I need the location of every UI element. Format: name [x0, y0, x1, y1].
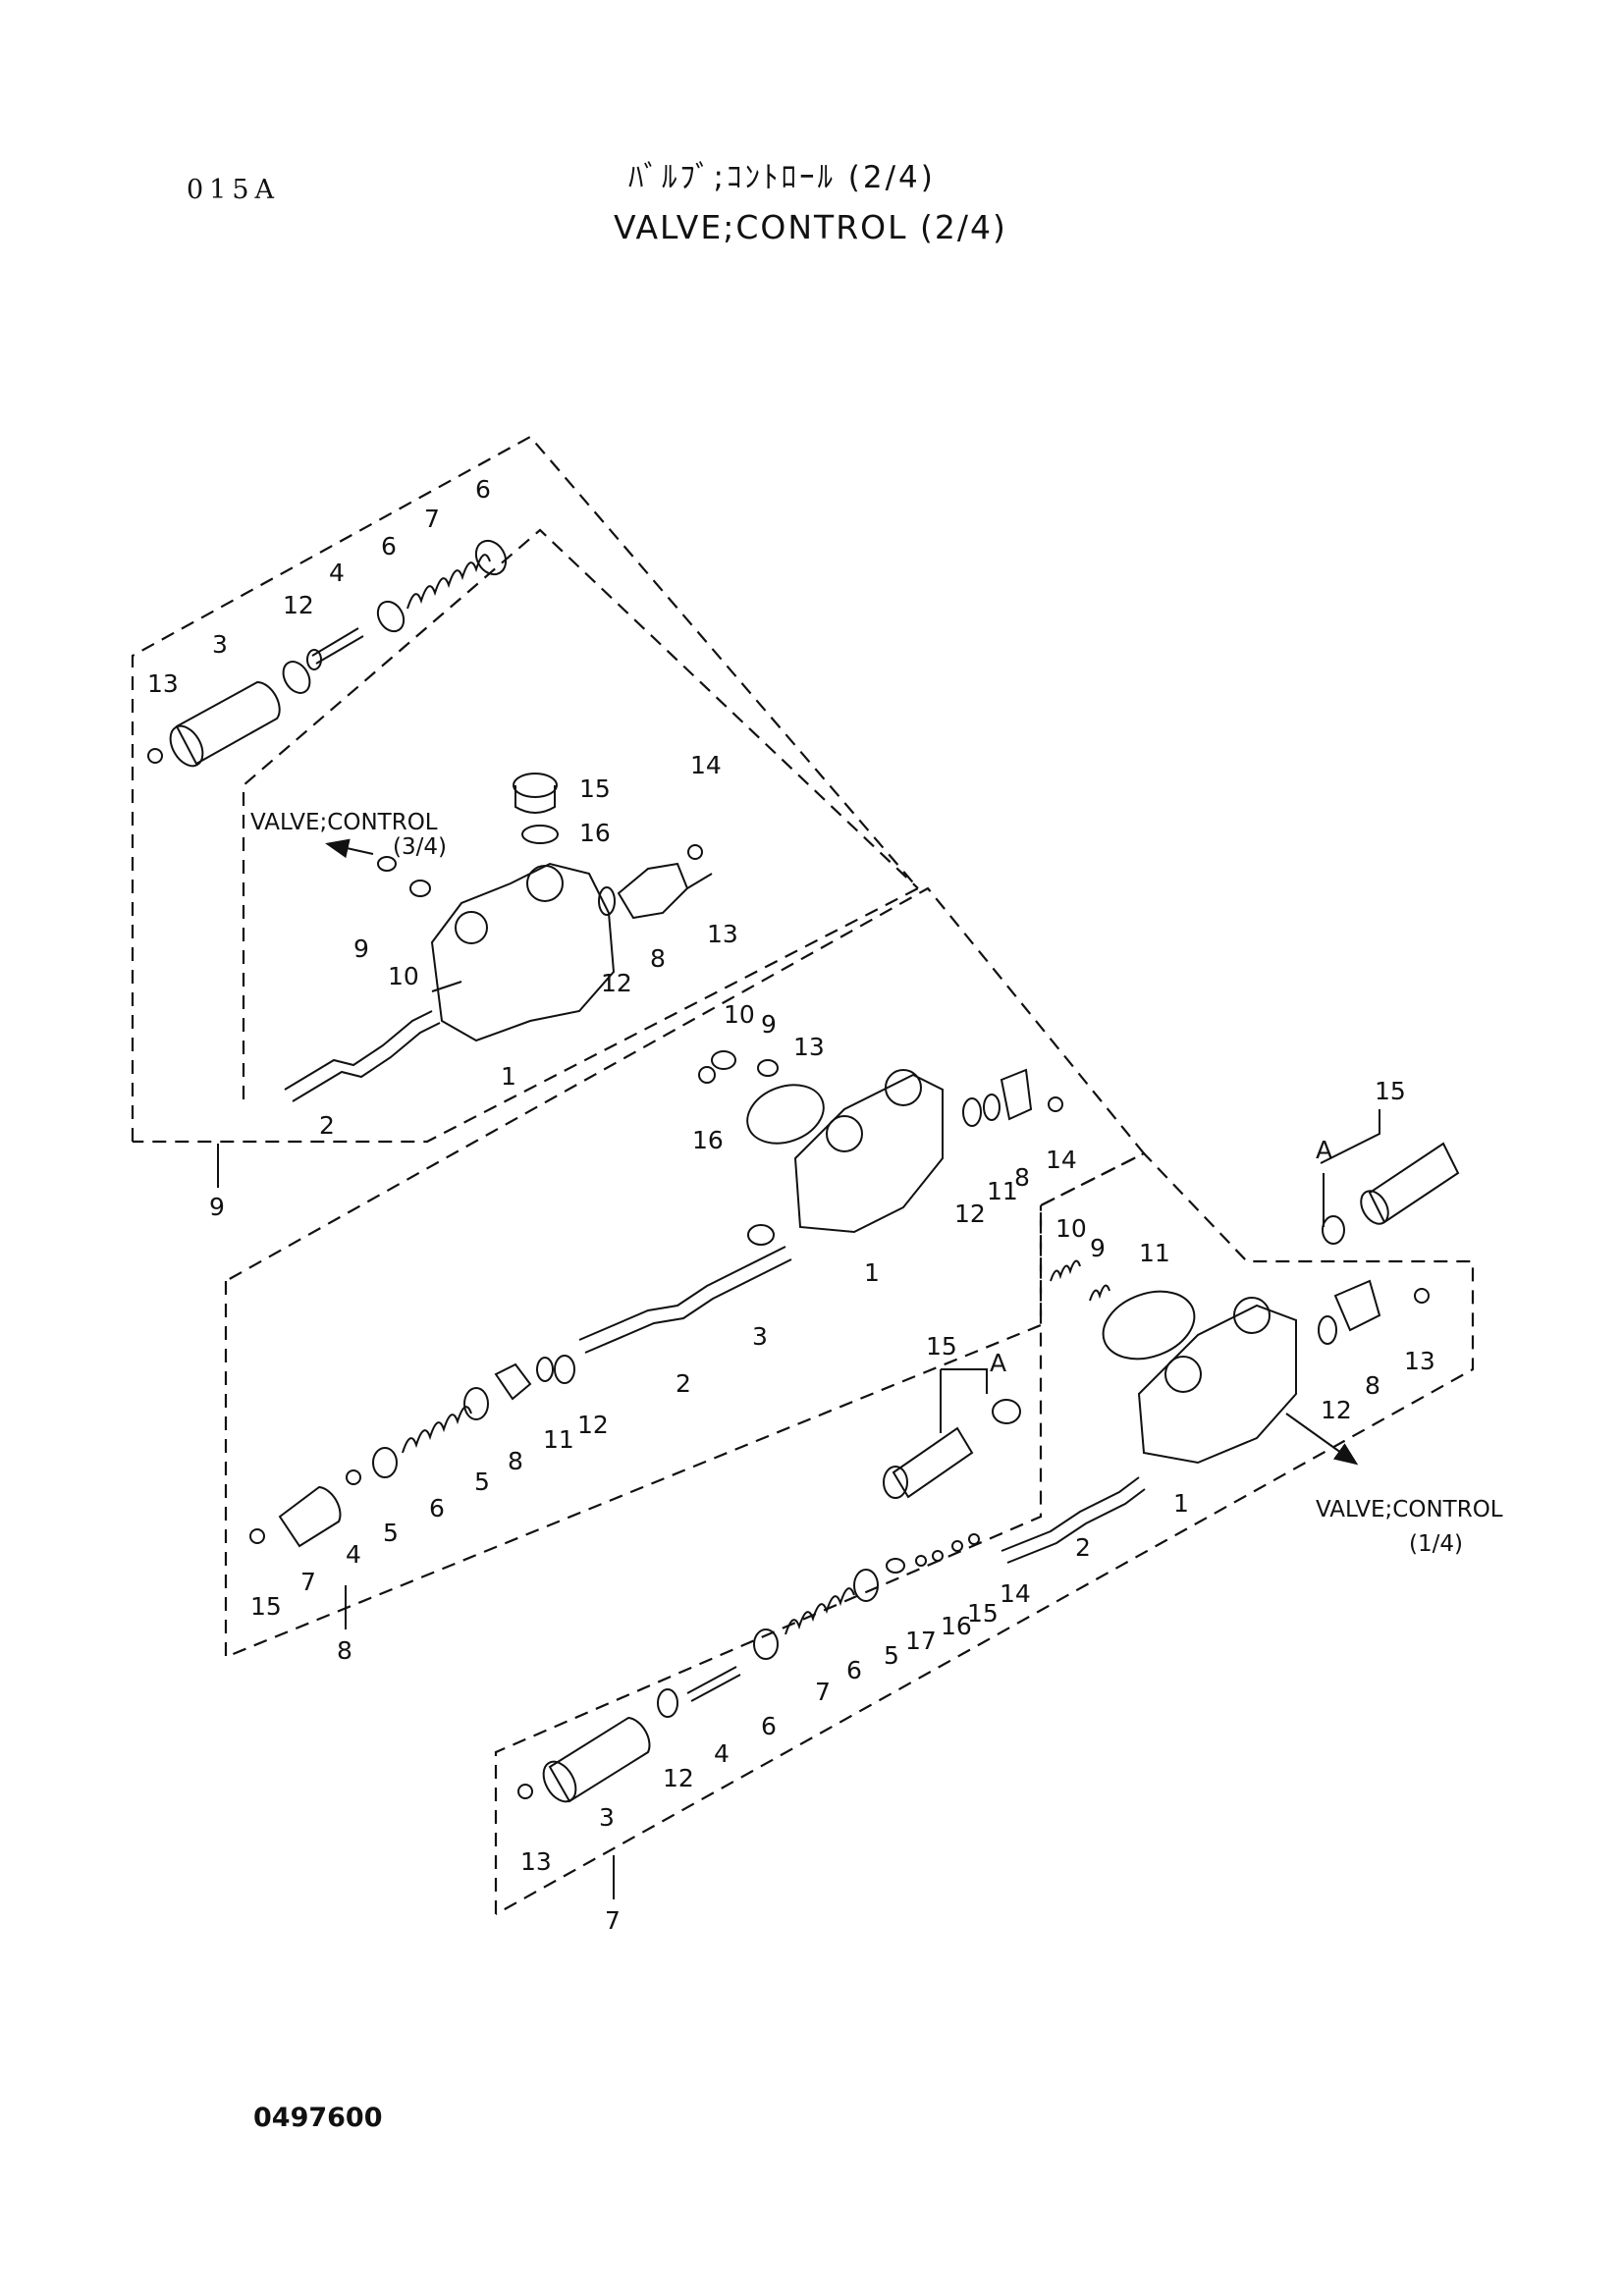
callout: 12: [577, 1411, 609, 1439]
callout: 6: [475, 475, 491, 504]
group-label: 7: [605, 1906, 621, 1935]
callout: 14: [690, 751, 722, 779]
ref-arrow-3-4: [325, 838, 374, 859]
callout: 16: [692, 1126, 724, 1154]
callout: 10: [724, 1000, 755, 1029]
group-7-boundary: [494, 1151, 1475, 1915]
ref-label-3-4-line1: VALVE;CONTROL: [250, 810, 438, 835]
callout: 13: [1404, 1347, 1435, 1375]
callout: 2: [676, 1369, 691, 1398]
callout: 15: [579, 774, 611, 803]
group-leaders: [217, 1144, 615, 1899]
callout: 12: [283, 591, 314, 619]
callout: 4: [329, 559, 345, 587]
callout: 11: [543, 1425, 574, 1454]
callout: 12: [601, 969, 632, 997]
group-8-callouts: 10 9 13 16 12 11 8 14 3 1 2 12 11 8 5 6 …: [250, 1000, 1077, 1621]
group-9-callouts: 13 3 12 4 6 7 6 15 16 14 9 10 12 8 13 2 …: [147, 475, 738, 1140]
callout: 9: [1090, 1234, 1106, 1262]
ref-label-1-4-line2: (1/4): [1409, 1531, 1463, 1557]
callout: 11: [1139, 1239, 1170, 1267]
ref-label-3-4-line2: (3/4): [393, 834, 447, 860]
callout: 16: [579, 819, 611, 847]
callout: A: [990, 1349, 1006, 1377]
callout: 2: [1075, 1533, 1091, 1562]
callout: 15: [967, 1599, 999, 1628]
callout: 8: [508, 1447, 523, 1475]
callout: 15: [1375, 1077, 1406, 1105]
callout: 3: [752, 1322, 768, 1351]
callout: 5: [884, 1641, 899, 1670]
callout: 9: [761, 1010, 777, 1039]
callout: 16: [941, 1612, 972, 1640]
group-7-parts: [517, 1109, 1460, 1803]
drawing-number: 0497600: [253, 2103, 383, 2133]
callout: 2: [319, 1111, 335, 1140]
ref-label-1-4-line1: VALVE;CONTROL: [1316, 1497, 1503, 1522]
callout: 6: [761, 1712, 777, 1740]
callout: 5: [474, 1468, 490, 1496]
callout: 11: [987, 1177, 1018, 1205]
callout: 3: [599, 1803, 615, 1832]
callout: 15: [250, 1592, 282, 1621]
callout: 7: [424, 505, 440, 533]
callout: 9: [353, 934, 369, 963]
callout: 14: [1000, 1579, 1031, 1608]
callout: 12: [954, 1200, 986, 1228]
callout: 12: [1321, 1396, 1352, 1424]
title-english: VALVE;CONTROL (2/4): [614, 208, 1007, 246]
callout: 1: [1173, 1489, 1189, 1518]
group-label: 8: [337, 1636, 352, 1665]
callout: 6: [429, 1494, 445, 1522]
callout: 1: [864, 1258, 880, 1287]
group-8-boundary: [224, 886, 1146, 1659]
callout: 10: [1055, 1214, 1087, 1243]
callout: 17: [905, 1627, 937, 1655]
page-code: 015A: [187, 175, 281, 205]
callout: 8: [650, 944, 666, 973]
callout: 4: [714, 1739, 730, 1768]
callout: 13: [520, 1847, 552, 1876]
group-label: 9: [209, 1193, 225, 1221]
callout: 12: [663, 1764, 694, 1792]
group-8-parts: [249, 1050, 1063, 1548]
callout: 7: [300, 1568, 316, 1596]
group-7-callouts: 10 9 11 15 A 12 8 13 A 15 2 1 14 15 16 1…: [520, 1077, 1435, 1876]
callout: 6: [381, 532, 397, 561]
ref-arrow-1-4: [1285, 1413, 1359, 1466]
title-japanese: ﾊﾞﾙﾌﾞ;ｺﾝﾄﾛｰﾙ (2/4): [628, 160, 936, 195]
callout: 8: [1014, 1163, 1030, 1192]
group-9-boundary: [131, 435, 920, 1144]
callout: 6: [846, 1656, 862, 1684]
callout: 8: [1365, 1371, 1380, 1400]
callout: 15: [926, 1332, 957, 1361]
callout: 1: [501, 1062, 516, 1091]
group-9-parts: [147, 539, 713, 1102]
callout: 14: [1046, 1146, 1077, 1174]
callout: 5: [383, 1519, 399, 1547]
callout: 3: [212, 630, 228, 659]
callout: 10: [388, 962, 419, 990]
callout: 13: [707, 920, 738, 948]
callout: A: [1316, 1136, 1332, 1164]
callout: 4: [346, 1540, 361, 1569]
callout: 13: [147, 669, 179, 698]
callout: 7: [815, 1678, 831, 1706]
callout: 13: [793, 1033, 825, 1061]
